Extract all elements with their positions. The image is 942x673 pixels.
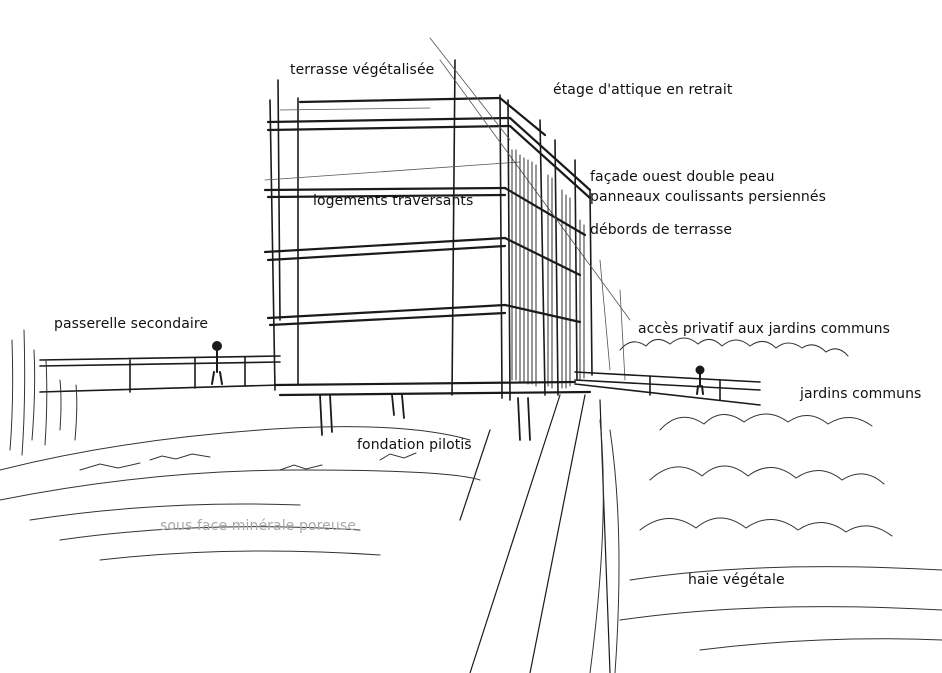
label-logements-traversants: logements traversants [313, 193, 474, 209]
label-facade-ouest: façade ouest double peau panneaux coulis… [590, 169, 826, 206]
facade-louvres [511, 149, 585, 389]
label-facade-ouest-line1: façade ouest double peau [590, 169, 775, 185]
left-vegetation [0, 329, 481, 561]
left-footbridge [39, 355, 281, 393]
label-etage-attique: étage d'attique en retrait [553, 82, 733, 98]
label-debords-terrasse: débords de terrasse [590, 222, 733, 238]
construction-lines [264, 37, 631, 381]
label-sous-face: sous face minérale poreuse [160, 518, 356, 534]
label-haie-vegetale: haie végétale [688, 572, 785, 588]
pilotis [319, 394, 531, 441]
building-slabs [263, 96, 592, 397]
label-jardins-communs: jardins communs [800, 386, 922, 402]
right-footbridge [574, 371, 761, 406]
label-passerelle-secondaire: passerelle secondaire [54, 316, 209, 332]
right-vegetation [589, 337, 942, 673]
label-fondation-pilotis: fondation pilotis [357, 437, 472, 453]
label-terrasse-vegetalisee: terrasse végétalisée [290, 62, 435, 78]
ground-paths [459, 394, 611, 673]
label-facade-ouest-line2: panneaux coulissants persiennés [590, 189, 827, 205]
building-columns [269, 59, 593, 401]
person-figure-left [211, 341, 223, 385]
person-figure-right [695, 365, 705, 395]
label-acces-privatif: accès privatif aux jardins communs [638, 321, 891, 337]
